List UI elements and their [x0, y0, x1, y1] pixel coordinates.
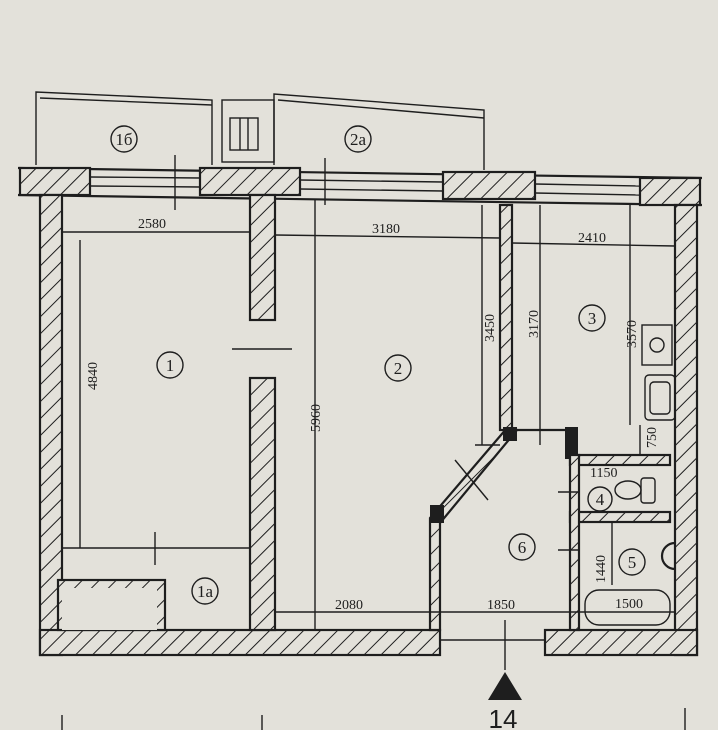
dim-room3-length: 3570 [625, 320, 640, 348]
dim-room3-width: 2410 [578, 231, 606, 246]
room-marker-4: 4 [587, 486, 613, 512]
exterior-wall-top [17, 155, 703, 210]
room-marker-5: 5 [618, 548, 646, 576]
exterior-wall-bottom-right [543, 628, 699, 657]
dim-room2-length: 5960 [309, 404, 324, 432]
room-marker-2: 2 [384, 354, 412, 382]
room-marker-1: 1 [156, 351, 184, 379]
exterior-wall-right [673, 203, 699, 657]
kitchen-sink-icon [644, 374, 676, 421]
svg-text:4: 4 [596, 490, 605, 509]
dim-wc-width: 1150 [590, 466, 617, 481]
dim-corridor-length: 3450 [483, 314, 498, 342]
room-marker-1b: 1б [110, 125, 138, 153]
dim-room1-length: 4840 [86, 362, 101, 390]
partition-3 [498, 203, 514, 432]
room-marker-6: 6 [508, 533, 536, 561]
dim-room3-partition: 3170 [527, 310, 542, 338]
wc-wall-top [568, 453, 672, 467]
axis-marker: 14 [488, 672, 522, 730]
room-marker-3: 3 [578, 304, 606, 332]
room-marker-1a: 1а [191, 577, 219, 605]
wall-1-2-lower [248, 376, 277, 632]
wc-wall-bottom [568, 510, 672, 524]
balcony-2a [273, 93, 485, 170]
svg-text:3: 3 [588, 309, 597, 328]
svg-text:14: 14 [489, 704, 518, 730]
svg-text:6: 6 [518, 538, 527, 557]
balcony-1b [35, 91, 213, 165]
dim-room2-width: 3180 [372, 222, 400, 237]
dim-bathtub: 1500 [615, 597, 643, 612]
toilet-icon [614, 477, 656, 504]
svg-text:2а: 2а [350, 130, 367, 149]
dim-bath-length: 1440 [594, 555, 609, 583]
wall-1-2-upper [248, 193, 277, 322]
kitchen-stove-icon [641, 324, 673, 366]
dim-room2-bottom: 2080 [335, 598, 363, 613]
bathtub-icon [584, 589, 671, 626]
exterior-wall-bottom-left [38, 628, 442, 657]
dimension-labels: 2580 3180 2410 4840 5960 3450 3170 3570 … [86, 217, 660, 613]
svg-text:1б: 1б [115, 130, 132, 149]
window-icon [229, 117, 259, 151]
svg-text:5: 5 [628, 553, 637, 572]
room-markers: 1 1а 1б 2 2а 3 4 5 6 [110, 125, 646, 605]
svg-text:1а: 1а [197, 582, 214, 601]
dim-room1-width: 2580 [138, 217, 166, 232]
triangle-marker-icon [488, 672, 522, 700]
svg-text:1: 1 [166, 356, 175, 375]
dim-hall-niche: 750 [645, 427, 660, 448]
balcony-stair [221, 99, 275, 163]
room-marker-2a: 2а [344, 125, 372, 153]
bath-wall-left [568, 453, 581, 632]
svg-text:2: 2 [394, 359, 403, 378]
dim-hall-width: 1850 [487, 598, 515, 613]
sink-icon [660, 541, 676, 571]
